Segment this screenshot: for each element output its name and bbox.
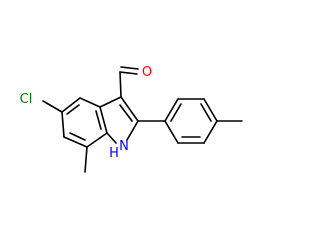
bond-c4-c5-inner (66, 104, 80, 115)
structure-canvas: Cl O N H (19, 65, 243, 173)
bond-c3-c2-inner (119, 104, 133, 122)
bond-c4-c5 (61, 97, 81, 113)
bonds (42, 66, 243, 173)
chlorine-label: Cl (20, 92, 33, 107)
bond-c3a-c3 (99, 96, 122, 108)
bond-c7a-c3a-inner (95, 110, 102, 130)
bond-c3-c2 (120, 96, 139, 122)
bond-c6-c7-inner (69, 132, 86, 141)
bond-c3a-c4 (79, 97, 101, 108)
atom-labels: Cl O N H (20, 65, 152, 161)
bond-n1-c7a (106, 132, 117, 144)
bond-c7a-c3a (99, 106, 108, 134)
bond-tolyl-4-5 (203, 120, 218, 144)
nitrogen-label: N (119, 139, 129, 154)
bond-c7-methyl (84, 146, 88, 173)
bond-c3-cho (119, 71, 122, 98)
bond-tolyl-3-4-inner (200, 103, 212, 122)
bond-c5-cl (42, 100, 63, 113)
bond-tolyl-3-4 (203, 98, 218, 122)
bond-cho-o-2 (120, 66, 139, 70)
bond-c5-c6 (61, 111, 65, 138)
bond-tolyl-1-2-inner (170, 103, 182, 122)
bond-c2-n1 (126, 120, 139, 141)
molecule-diagram: Cl O N H (20, 65, 243, 173)
hydrogen-label: H (109, 146, 119, 161)
bond-c6-c7 (63, 136, 88, 148)
bond-tolyl-6-1 (164, 120, 179, 144)
bond-tolyl-1-2 (164, 98, 179, 122)
bond-c7-c7a (86, 132, 108, 148)
bond-cho-o-1 (119, 71, 138, 75)
oxygen-label: O (142, 65, 152, 80)
